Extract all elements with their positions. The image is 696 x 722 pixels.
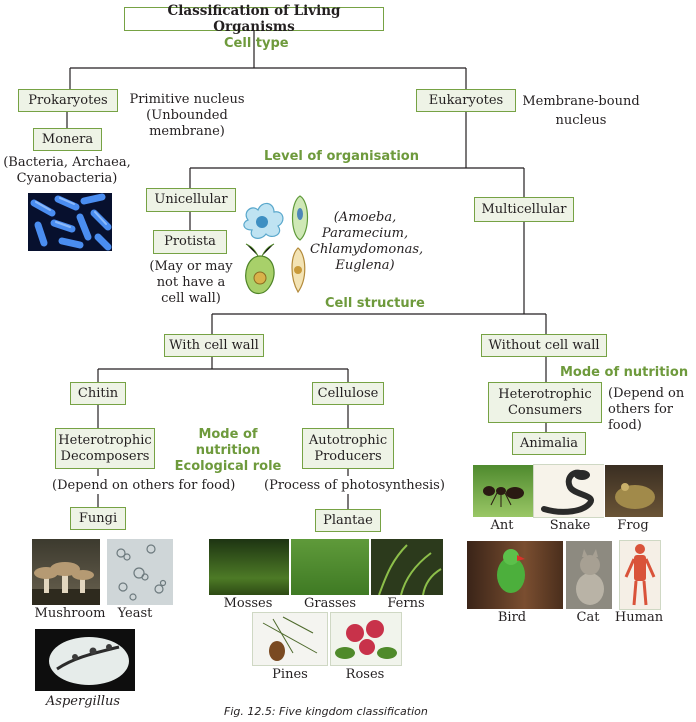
note-depend-fungi: (Depend on others for food) [52,478,236,493]
label-mode-ecological: Mode of nutrition Ecological role [166,427,290,475]
label-ferns: Ferns [387,596,425,611]
note-photosynthesis: (Process of photosynthesis) [264,478,445,493]
node-hetero-decomposers-line1: Heterotrophic [58,432,152,448]
label-yeast: Yeast [117,606,153,621]
aspergillus-image [34,628,136,692]
node-plantae: Plantae [315,509,381,532]
ferns-image [370,538,444,596]
node-heterotrophic-consumers: Heterotrophic Consumers [488,382,602,423]
note-depend-animal: (Depend on others for food) [608,386,694,434]
label-bird: Bird [497,610,527,625]
label-cell-type: Cell type [224,36,289,51]
node-autotrophic-producers: Autotrophic Producers [302,428,394,469]
figure-caption: Fig. 12.5: Five kingdom classification [224,705,428,718]
label-cell-structure: Cell structure [325,296,425,311]
yeast-image [106,538,174,606]
bacteria-image [27,192,113,252]
label-aspergillus: Aspergillus [45,694,121,709]
node-animalia: Animalia [512,432,586,455]
note-protista-cell-wall: (May or may not have a cell wall) [144,259,238,307]
node-hetero-consumers-line1: Heterotrophic [498,386,592,402]
note-primitive-line2: (Unbounded [146,108,228,123]
label-mosses: Mosses [223,596,273,611]
grasses-image [290,538,370,596]
label-mode-of-nutrition-right: Mode of nutrition [560,365,689,380]
label-mode-of-nutrition-left: Mode of nutrition [195,427,261,458]
note-protista-ex-line2: Paramecium, [321,226,409,241]
note-depend-animal-line1: (Depend on [608,386,685,401]
node-multicellular: Multicellular [474,197,574,222]
note-membrane-bound: Membrane-bound nucleus [522,92,640,130]
mushroom-image [31,538,101,606]
node-without-cell-wall: Without cell wall [481,334,607,357]
note-protista-examples: (Amoeba, Paramecium, Chlamydomonas, Eugl… [310,210,424,274]
label-grasses: Grasses [303,596,357,611]
frog-image [604,464,664,518]
label-mushroom: Mushroom [34,606,106,621]
note-protista-wall-line2: not have a [156,275,226,290]
note-protista-ex-line1: (Amoeba, [333,210,397,225]
note-depend-animal-line3: food) [608,418,642,433]
note-depend-animal-line2: others for [608,402,673,417]
node-with-cell-wall: With cell wall [164,334,264,357]
pines-image [252,612,328,666]
snake-image [533,464,605,518]
label-human: Human [614,610,664,625]
label-ant: Ant [490,518,514,533]
node-chitin: Chitin [70,382,126,405]
label-snake: Snake [549,518,591,533]
cat-image [565,540,613,610]
node-heterotrophic-decomposers: Heterotrophic Decomposers [55,428,155,469]
node-cellulose: Cellulose [312,382,384,405]
note-protista-ex-line3: Chlamydomonas, [310,242,424,257]
ant-image [472,464,534,518]
note-monera-examples: (Bacteria, Archaea, Cyanobacteria) [2,155,132,187]
note-protista-ex-line4: Euglena) [335,258,395,273]
label-cat: Cat [576,610,600,625]
note-protista-wall-line1: (May or may [149,259,233,274]
diagram-title: Classification of Living Organisms [124,3,384,35]
note-protista-wall-line3: cell wall) [161,291,221,306]
note-monera-line2: Cyanobacteria) [16,171,118,186]
mosses-image [208,538,290,596]
note-membrane-line1: Membrane-bound [522,94,640,109]
human-image [619,540,661,610]
node-unicellular: Unicellular [146,188,236,212]
roses-image [330,612,402,666]
node-prokaryotes: Prokaryotes [18,89,118,112]
note-primitive-line1: Primitive nucleus [129,92,245,107]
note-primitive-line3: membrane) [149,124,225,139]
label-roses: Roses [345,667,385,682]
note-primitive-nucleus: Primitive nucleus (Unbounded membrane) [124,92,250,140]
bird-image [466,540,564,610]
node-hetero-decomposers-line2: Decomposers [60,448,150,464]
label-pines: Pines [272,667,308,682]
note-membrane-line2: nucleus [555,113,607,128]
label-frog: Frog [617,518,649,533]
node-protista: Protista [153,230,227,254]
label-ecological-role: Ecological role [174,459,282,474]
node-fungi: Fungi [70,507,126,530]
protista-illustration [243,195,309,295]
node-monera: Monera [33,128,102,151]
node-autotrophic-line2: Producers [314,448,382,464]
label-level-of-organisation: Level of organisation [264,149,419,164]
node-autotrophic-line1: Autotrophic [308,432,388,448]
note-monera-line1: (Bacteria, Archaea, [3,155,131,170]
node-hetero-consumers-line2: Consumers [507,402,583,418]
node-eukaryotes: Eukaryotes [416,89,516,112]
